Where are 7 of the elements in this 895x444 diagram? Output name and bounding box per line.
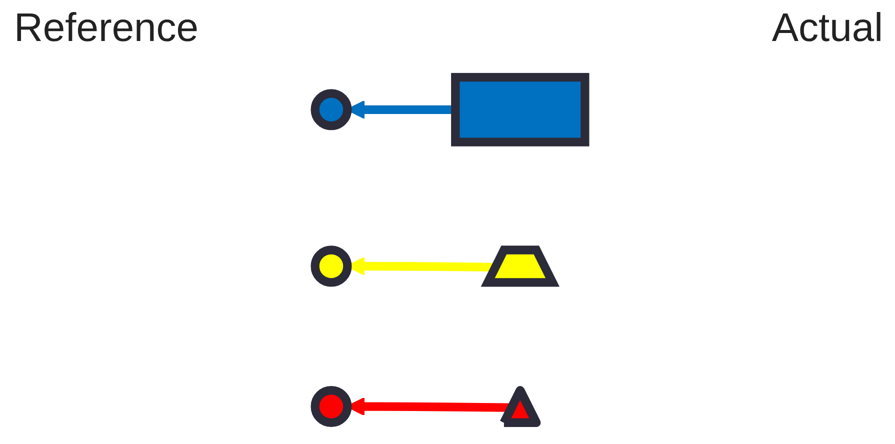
node-circle	[310, 386, 352, 428]
node-circle	[310, 246, 352, 287]
node-box	[451, 72, 590, 146]
column-heading: Actual	[772, 6, 883, 51]
column-heading: Reference	[14, 6, 199, 51]
node-trapezoid	[480, 246, 560, 287]
node-circle	[310, 89, 352, 130]
